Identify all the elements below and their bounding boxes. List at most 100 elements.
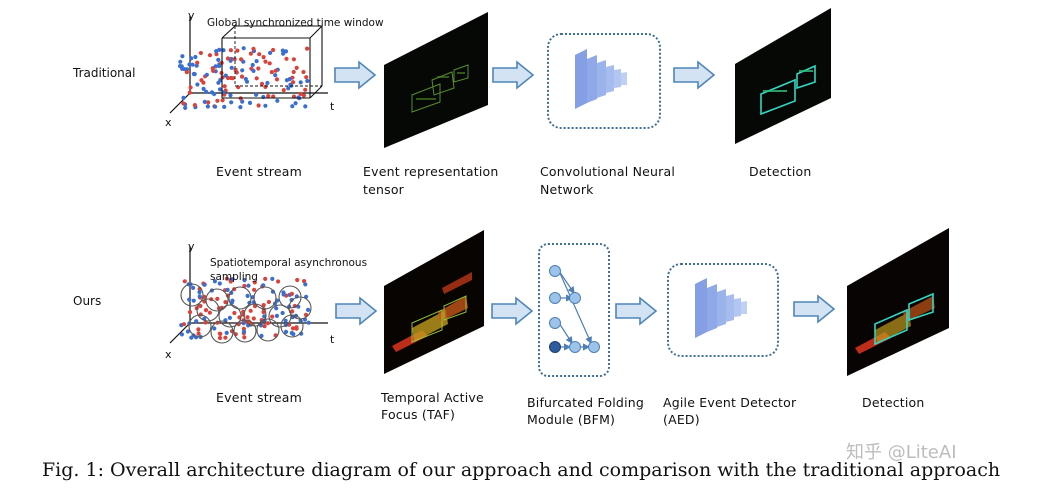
event-dot — [290, 326, 296, 331]
event-dot — [290, 309, 295, 314]
event-dot — [205, 104, 210, 109]
event-dot — [192, 103, 197, 108]
sampling-circle — [233, 319, 257, 343]
event-dot — [293, 101, 298, 106]
event-dot — [248, 308, 253, 313]
event-dot — [283, 318, 288, 323]
event-dot — [214, 49, 219, 54]
event-dot — [303, 282, 308, 287]
traditional-event-plot-svg — [169, 16, 328, 114]
event-dot — [202, 282, 207, 287]
event-dot — [250, 62, 255, 68]
event-dot — [286, 86, 291, 91]
time-window-box-edge — [309, 25, 323, 39]
aed-caption-line1: Agile Event Detector — [663, 395, 797, 410]
event-dot — [229, 100, 234, 105]
event-dot — [270, 289, 275, 294]
ours-plot-title-line1: Spatiotemporal asynchronous — [210, 257, 368, 269]
event-dot — [246, 283, 251, 288]
time-window-box-edge — [309, 85, 323, 99]
event-dot — [265, 321, 270, 326]
event-dot — [251, 46, 256, 51]
event-dot — [183, 105, 188, 110]
event-dot — [207, 53, 213, 58]
x-axis-line — [169, 92, 191, 114]
event-dot — [213, 104, 218, 109]
event-dot — [232, 310, 237, 316]
event-dot — [291, 69, 296, 75]
figure-caption: Fig. 1: Overall architecture diagram of … — [42, 459, 1001, 481]
event-dot — [188, 85, 193, 90]
sampling-circle — [205, 288, 229, 312]
event-dot — [303, 87, 308, 92]
event-dot — [244, 79, 250, 84]
traditional-event-stream-plot — [160, 8, 340, 133]
event-dot — [216, 57, 221, 63]
event-dot — [295, 277, 300, 283]
event-dot — [291, 57, 296, 62]
event-dot — [251, 316, 256, 321]
event-dot — [181, 101, 186, 106]
event-dot — [225, 56, 231, 61]
arrow-right-icon — [673, 60, 716, 90]
event-dot — [254, 76, 259, 81]
ours-event-stream-caption: Event stream — [216, 390, 302, 405]
event-dot — [294, 326, 299, 331]
event-dot — [178, 59, 183, 64]
event-dot — [187, 297, 192, 302]
event-dot — [252, 287, 257, 292]
event-dot — [214, 52, 219, 57]
event-dot — [305, 78, 310, 84]
event-dot — [180, 54, 185, 59]
event-dot — [301, 69, 306, 75]
event-dot — [224, 330, 229, 335]
event-dot — [190, 62, 195, 67]
traditional-row-label: Traditional — [73, 66, 136, 80]
event-dot — [281, 51, 286, 56]
arrow-right-icon — [491, 296, 534, 326]
event-dot — [263, 84, 268, 89]
sampling-circle — [218, 304, 242, 328]
ours-axis-x: x — [165, 348, 172, 361]
bfm-block-frame — [538, 243, 610, 377]
event-dot — [187, 62, 192, 67]
bfm-caption-line1: Bifurcated Folding — [527, 395, 644, 410]
event-dot — [229, 65, 234, 70]
event-dot — [191, 298, 196, 303]
event-dot — [217, 281, 222, 286]
event-dot — [274, 306, 279, 311]
event-dot — [228, 48, 233, 53]
arrow-right-icon — [793, 294, 836, 324]
event-dot — [270, 276, 275, 281]
event-dot — [259, 333, 264, 338]
event-dot — [261, 55, 266, 60]
cnn-block-frame — [547, 33, 661, 129]
event-dot — [270, 314, 275, 319]
event-dot — [251, 68, 256, 73]
event-dot — [232, 57, 237, 62]
event-dot — [263, 59, 268, 64]
event-dot — [305, 46, 310, 51]
watermark: 知乎 @LiteAI — [846, 442, 957, 463]
event-dot — [239, 57, 244, 62]
bfm-graph-icon — [549, 265, 600, 353]
event-dot — [306, 307, 311, 312]
event-dot — [212, 91, 217, 97]
sampling-circle — [210, 320, 234, 344]
event-dot — [267, 61, 272, 66]
bfm-caption-line2: Module (BFM) — [527, 412, 616, 427]
event-dot — [220, 98, 225, 103]
event-dot — [235, 48, 240, 53]
event-dot — [241, 46, 246, 51]
event-dot — [248, 51, 253, 56]
event-dot — [218, 331, 223, 336]
event-dot — [238, 105, 243, 110]
event-dot — [268, 50, 273, 56]
event-dot — [261, 309, 266, 315]
event-dot — [215, 98, 220, 103]
event-dot — [196, 327, 201, 332]
event-dot — [276, 279, 281, 284]
event-dot — [294, 65, 299, 70]
time-window-box-edge — [221, 25, 236, 39]
event-dot — [273, 68, 278, 73]
